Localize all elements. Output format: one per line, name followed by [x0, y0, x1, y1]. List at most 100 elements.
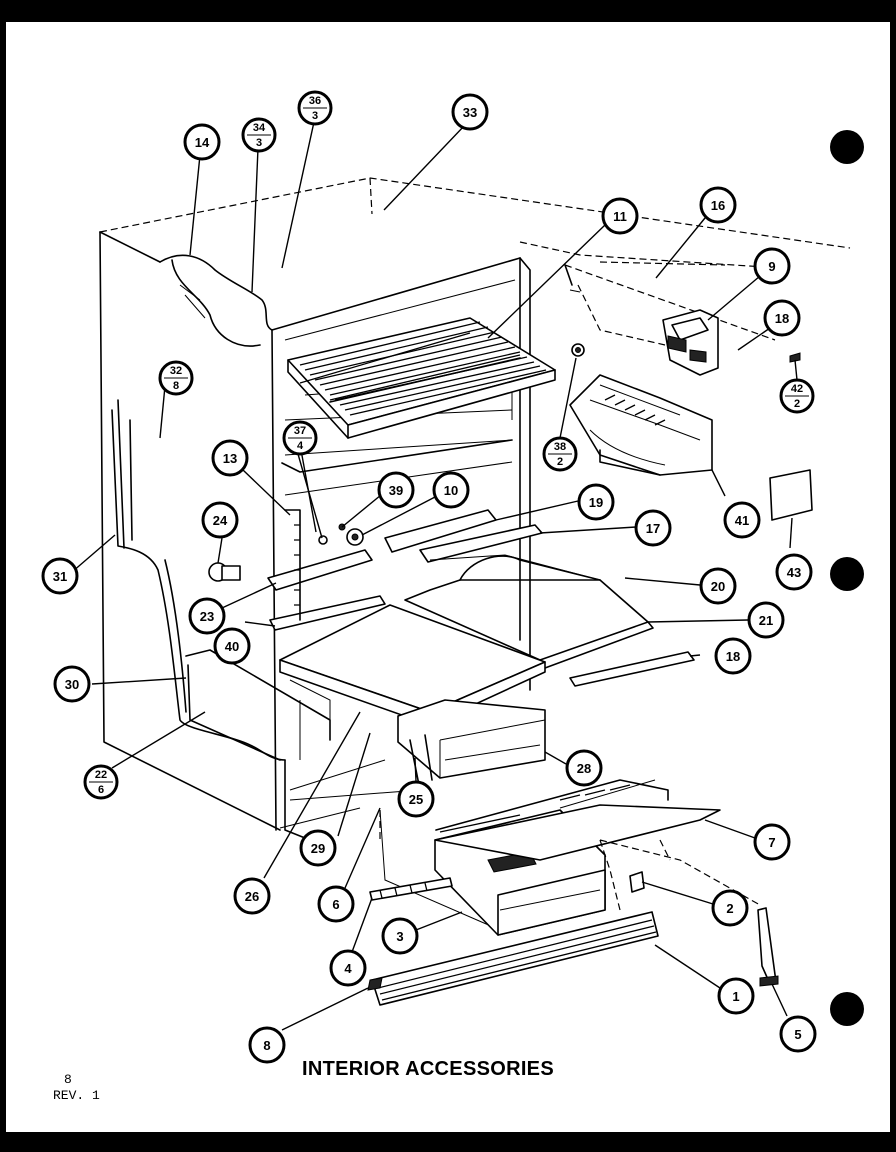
svg-text:18: 18: [775, 311, 789, 326]
callout-39: 39: [377, 471, 415, 509]
svg-text:38: 38: [554, 441, 566, 453]
callout-21: 21: [747, 601, 785, 639]
callout-36-3: 36 3: [297, 90, 333, 126]
svg-text:36: 36: [309, 95, 321, 107]
svg-text:14: 14: [195, 135, 210, 150]
revision-label: REV. 1: [53, 1088, 100, 1103]
svg-text:6: 6: [332, 897, 339, 912]
callout-1: 1: [717, 977, 755, 1015]
svg-text:34: 34: [253, 122, 266, 134]
callout-26: 26: [233, 877, 271, 915]
fraction-callouts: 34 3 36 3 32 8 37 4: [83, 90, 815, 800]
callout-22-6: 22 6: [83, 764, 119, 800]
svg-text:17: 17: [646, 521, 660, 536]
callout-4: 4: [329, 949, 367, 987]
callout-37-4: 37 4: [282, 420, 318, 456]
svg-text:31: 31: [53, 569, 67, 584]
callout-8: 8: [248, 1026, 286, 1064]
svg-text:24: 24: [213, 513, 228, 528]
svg-text:3: 3: [256, 137, 262, 149]
callout-16: 16: [699, 186, 737, 224]
ice-maker-area: [564, 261, 813, 521]
callout-3: 3: [381, 917, 419, 955]
callout-34-3: 34 3: [241, 117, 277, 153]
callout-5: 5: [779, 1015, 817, 1053]
callout-30: 30: [53, 665, 91, 703]
callout-41: 41: [723, 501, 761, 539]
svg-text:11: 11: [613, 209, 627, 224]
svg-text:3: 3: [312, 110, 318, 122]
svg-text:20: 20: [711, 579, 725, 594]
svg-text:8: 8: [173, 380, 179, 392]
svg-text:2: 2: [794, 398, 800, 410]
callout-23: 23: [188, 597, 226, 635]
svg-text:2: 2: [557, 456, 563, 468]
svg-text:32: 32: [170, 365, 182, 377]
crisper-assembly: [279, 604, 779, 1006]
svg-text:43: 43: [787, 565, 801, 580]
callout-11: 11: [601, 197, 639, 235]
svg-text:3: 3: [396, 929, 403, 944]
callout-18-bottom: 18: [714, 637, 752, 675]
svg-text:10: 10: [444, 483, 458, 498]
svg-text:40: 40: [225, 639, 239, 654]
svg-text:41: 41: [735, 513, 749, 528]
callout-43: 43: [775, 553, 813, 591]
svg-text:19: 19: [589, 495, 603, 510]
callout-32-8: 32 8: [158, 360, 194, 396]
svg-text:29: 29: [311, 841, 325, 856]
callout-17: 17: [634, 509, 672, 547]
svg-text:28: 28: [577, 761, 591, 776]
diagram-title: INTERIOR ACCESSORIES: [302, 1058, 554, 1080]
drawer-guides: [208, 509, 695, 687]
callout-28: 28: [565, 749, 603, 787]
callout-25: 25: [397, 780, 435, 818]
punch-hole-middle: [830, 557, 864, 591]
cabinet-liner: [99, 177, 851, 841]
svg-text:9: 9: [768, 259, 775, 274]
callout-40: 40: [213, 627, 251, 665]
svg-text:26: 26: [245, 889, 259, 904]
svg-text:8: 8: [263, 1038, 270, 1053]
paper-sheet: [6, 22, 890, 1132]
callout-24: 24: [201, 501, 239, 539]
svg-text:6: 6: [98, 784, 104, 796]
svg-text:25: 25: [409, 792, 423, 807]
callout-7: 7: [753, 823, 791, 861]
callout-19: 19: [577, 483, 615, 521]
svg-text:1: 1: [732, 989, 739, 1004]
page-number: 8: [64, 1072, 72, 1087]
svg-text:30: 30: [65, 677, 79, 692]
svg-text:22: 22: [95, 769, 107, 781]
punch-hole-top: [830, 130, 864, 164]
callout-18-top: 18: [763, 299, 801, 337]
callout-13: 13: [211, 439, 249, 477]
callout-31: 31: [41, 557, 79, 595]
svg-text:7: 7: [768, 835, 775, 850]
svg-text:33: 33: [463, 105, 477, 120]
callout-33: 33: [451, 93, 489, 131]
svg-text:2: 2: [726, 901, 733, 916]
callout-42-2: 42 2: [779, 378, 815, 414]
svg-text:16: 16: [711, 198, 725, 213]
callout-29: 29: [299, 829, 337, 867]
callout-14: 14: [183, 123, 221, 161]
callout-markers: 1 2 3 4 5 6 7 8 9 10 11 13 14 16 17 18 1…: [41, 93, 817, 1064]
callout-6: 6: [317, 885, 355, 923]
callout-10: 10: [432, 471, 470, 509]
svg-text:4: 4: [297, 440, 304, 452]
svg-text:4: 4: [344, 961, 352, 976]
fraction-leader-lines: [297, 357, 798, 539]
svg-text:21: 21: [759, 613, 773, 628]
svg-text:37: 37: [294, 425, 306, 437]
svg-text:39: 39: [389, 483, 403, 498]
svg-text:42: 42: [791, 383, 803, 395]
callout-9: 9: [753, 247, 791, 285]
callout-20: 20: [699, 567, 737, 605]
svg-text:5: 5: [794, 1027, 801, 1042]
leader-lines: [71, 121, 793, 1031]
svg-text:18: 18: [726, 649, 740, 664]
callout-2: 2: [711, 889, 749, 927]
